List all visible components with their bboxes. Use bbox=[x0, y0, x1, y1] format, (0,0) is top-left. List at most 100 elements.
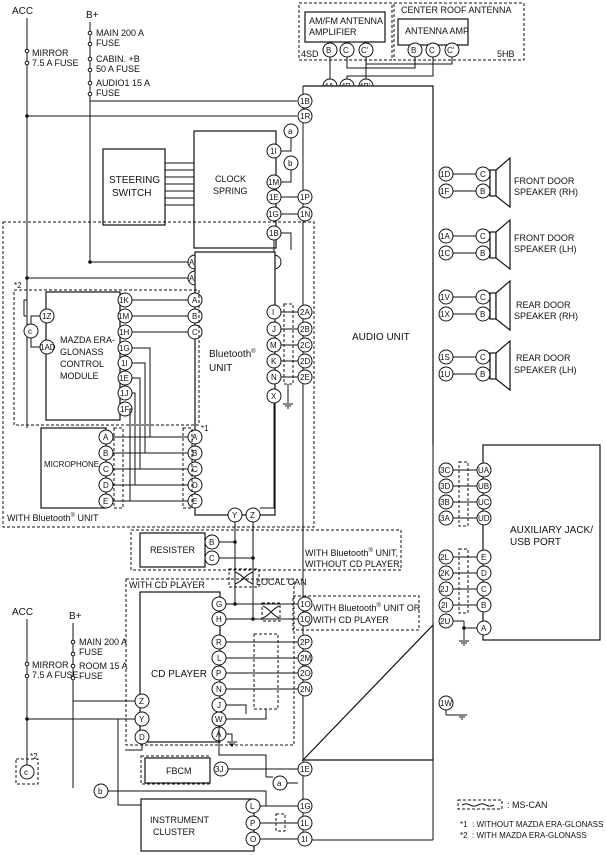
svg-text:WITH CD PLAYER: WITH CD PLAYER bbox=[129, 580, 205, 590]
svg-text:R: R bbox=[216, 638, 222, 647]
svg-text:C: C bbox=[480, 232, 486, 241]
svg-text:1N: 1N bbox=[300, 210, 310, 219]
mirror-fuse-label: MIRROR bbox=[32, 48, 69, 58]
svg-text:L: L bbox=[250, 802, 255, 811]
audio-unit bbox=[301, 85, 434, 761]
svg-text:: WITH MAZDA ERA-GLONASS: : WITH MAZDA ERA-GLONASS bbox=[472, 831, 587, 840]
svg-text:B: B bbox=[481, 601, 486, 610]
svg-text:: WITHOUT MAZDA ERA-GLONASS: : WITHOUT MAZDA ERA-GLONASS bbox=[472, 820, 603, 829]
svg-text:G: G bbox=[216, 600, 222, 609]
svg-text:C: C bbox=[481, 585, 487, 594]
svg-text:1E: 1E bbox=[300, 765, 310, 774]
svg-text:C': C' bbox=[361, 46, 369, 55]
svg-text:5HB: 5HB bbox=[497, 49, 515, 59]
svg-text:3A: 3A bbox=[440, 514, 450, 523]
svg-text:Z: Z bbox=[139, 697, 144, 706]
svg-text:REAR DOOR: REAR DOOR bbox=[516, 300, 571, 310]
svg-text:WITH Bluetooth® UNIT OR: WITH Bluetooth® UNIT OR bbox=[313, 602, 421, 613]
main-fuse-sub: FUSE bbox=[96, 38, 120, 48]
svg-text:Y: Y bbox=[139, 715, 145, 724]
svg-text:1G: 1G bbox=[300, 802, 311, 811]
microphone-pins: A B C D E bbox=[98, 429, 114, 509]
svg-text:b: b bbox=[98, 787, 103, 796]
svg-text:2M: 2M bbox=[300, 654, 311, 663]
svg-text:CLUSTER: CLUSTER bbox=[153, 827, 196, 837]
audio-unit-left-pins: 1B 1R 1P 1N 2A 2B 2C 2D 2E 1O 1Q 2P 2M 2… bbox=[297, 93, 313, 847]
svg-text:C: C bbox=[343, 46, 349, 55]
svg-text:3D: 3D bbox=[440, 482, 450, 491]
svg-text:UD: UD bbox=[478, 514, 490, 523]
fbcm bbox=[144, 757, 211, 784]
steering-switch bbox=[102, 148, 166, 226]
svg-text:1D: 1D bbox=[440, 170, 450, 179]
era-glonass-pins: 1Z 1AD c 1K 1M 1H 1G 1I 1E 1J 1F bbox=[23, 292, 133, 417]
svg-text:1G: 1G bbox=[268, 210, 279, 219]
front-door-speaker-rh: C B FRONT DOOR SPEAKER (RH) bbox=[453, 156, 578, 209]
svg-text:A: A bbox=[481, 624, 487, 633]
svg-text:UNIT: UNIT bbox=[209, 363, 232, 374]
svg-text:STEERING: STEERING bbox=[109, 175, 160, 186]
svg-text:AUXILIARY JACK/: AUXILIARY JACK/ bbox=[510, 525, 593, 536]
svg-text:1I: 1I bbox=[121, 359, 128, 368]
svg-text:REAR DOOR: REAR DOOR bbox=[516, 353, 571, 363]
svg-text:SPRING: SPRING bbox=[213, 186, 248, 196]
antenna-amp bbox=[397, 18, 469, 46]
svg-text:2B: 2B bbox=[300, 325, 310, 334]
svg-text:UA: UA bbox=[478, 466, 490, 475]
audio-unit-right-pins: 1D 1F 1A 1C 1V 1X 1S 1U 3C 3D 3B 3A 2L 2… bbox=[438, 166, 454, 711]
cabin-fuse-sub: 50 A FUSE bbox=[96, 64, 140, 74]
svg-text:P: P bbox=[250, 819, 255, 828]
svg-text:RESISTER: RESISTER bbox=[150, 545, 196, 555]
svg-text:1X: 1X bbox=[440, 310, 450, 319]
svg-text:2O: 2O bbox=[300, 669, 311, 678]
cd-player-pins: G H R L P N J W A Z Y D bbox=[134, 596, 227, 745]
svg-text:1J: 1J bbox=[120, 389, 128, 398]
svg-text:2E: 2E bbox=[300, 373, 310, 382]
svg-text:WITH Bluetooth® UNIT: WITH Bluetooth® UNIT bbox=[7, 512, 99, 523]
svg-text:1V: 1V bbox=[440, 293, 450, 302]
svg-text:SPEAKER (RH): SPEAKER (RH) bbox=[514, 187, 578, 197]
svg-text:CENTER ROOF ANTENNA: CENTER ROOF ANTENNA bbox=[401, 5, 512, 15]
svg-text:1M: 1M bbox=[118, 312, 129, 321]
era-glonass-region bbox=[13, 289, 200, 426]
svg-text:Z: Z bbox=[250, 511, 255, 520]
svg-text:AMPLIFIER: AMPLIFIER bbox=[309, 27, 357, 37]
acc-label-top: ACC bbox=[12, 6, 33, 17]
svg-text:K: K bbox=[271, 357, 277, 366]
svg-text:ANTENNA AMP: ANTENNA AMP bbox=[405, 26, 469, 36]
bluetooth-unit bbox=[194, 251, 276, 516]
svg-text:WITH CD PLAYER: WITH CD PLAYER bbox=[313, 615, 389, 625]
svg-text:B: B bbox=[411, 46, 416, 55]
amfm-antenna-amplifier bbox=[304, 11, 386, 43]
svg-text:1O: 1O bbox=[300, 600, 311, 609]
front-door-speaker-lh: C B FRONT DOOR SPEAKER (LH) bbox=[453, 218, 577, 271]
svg-text:1F: 1F bbox=[120, 405, 129, 414]
svg-text:MAZDA ERA-: MAZDA ERA- bbox=[60, 335, 115, 345]
svg-text:D: D bbox=[139, 733, 145, 742]
svg-text:1F: 1F bbox=[440, 187, 449, 196]
bplus-label-bottom: B+ bbox=[69, 611, 82, 622]
svg-text:1I: 1I bbox=[301, 835, 308, 844]
svg-text:a: a bbox=[277, 779, 282, 788]
svg-text:1I: 1I bbox=[270, 147, 277, 156]
instrument-cluster bbox=[140, 798, 255, 852]
bluetooth-unit-right-pins: I J M K N X bbox=[266, 304, 282, 404]
svg-text:P: P bbox=[216, 669, 221, 678]
svg-text:SPEAKER (LH): SPEAKER (LH) bbox=[514, 244, 577, 254]
svg-text:Bluetooth®: Bluetooth® bbox=[209, 348, 256, 360]
antenna-pins: B C C' B C C' bbox=[322, 42, 460, 58]
svg-text:B: B bbox=[192, 312, 197, 321]
legend: : MS-CAN *1 : WITHOUT MAZDA ERA-GLONASS … bbox=[457, 799, 603, 840]
svg-text:2L: 2L bbox=[440, 553, 449, 562]
center-roof-antenna-region bbox=[393, 2, 525, 61]
svg-text:C: C bbox=[480, 293, 486, 302]
svg-text:USB PORT: USB PORT bbox=[510, 537, 561, 548]
rear-door-speaker-rh: C B REAR DOOR SPEAKER (RH) bbox=[453, 279, 578, 332]
without-cd-player-region bbox=[130, 529, 402, 571]
svg-text:3C: 3C bbox=[440, 466, 450, 475]
svg-text:1B: 1B bbox=[269, 229, 279, 238]
svg-text:C: C bbox=[429, 46, 435, 55]
svg-text:MICROPHONE: MICROPHONE bbox=[44, 460, 99, 469]
svg-text:WITH Bluetooth® UNIT,: WITH Bluetooth® UNIT, bbox=[305, 547, 398, 558]
svg-text:1H: 1H bbox=[119, 328, 129, 337]
